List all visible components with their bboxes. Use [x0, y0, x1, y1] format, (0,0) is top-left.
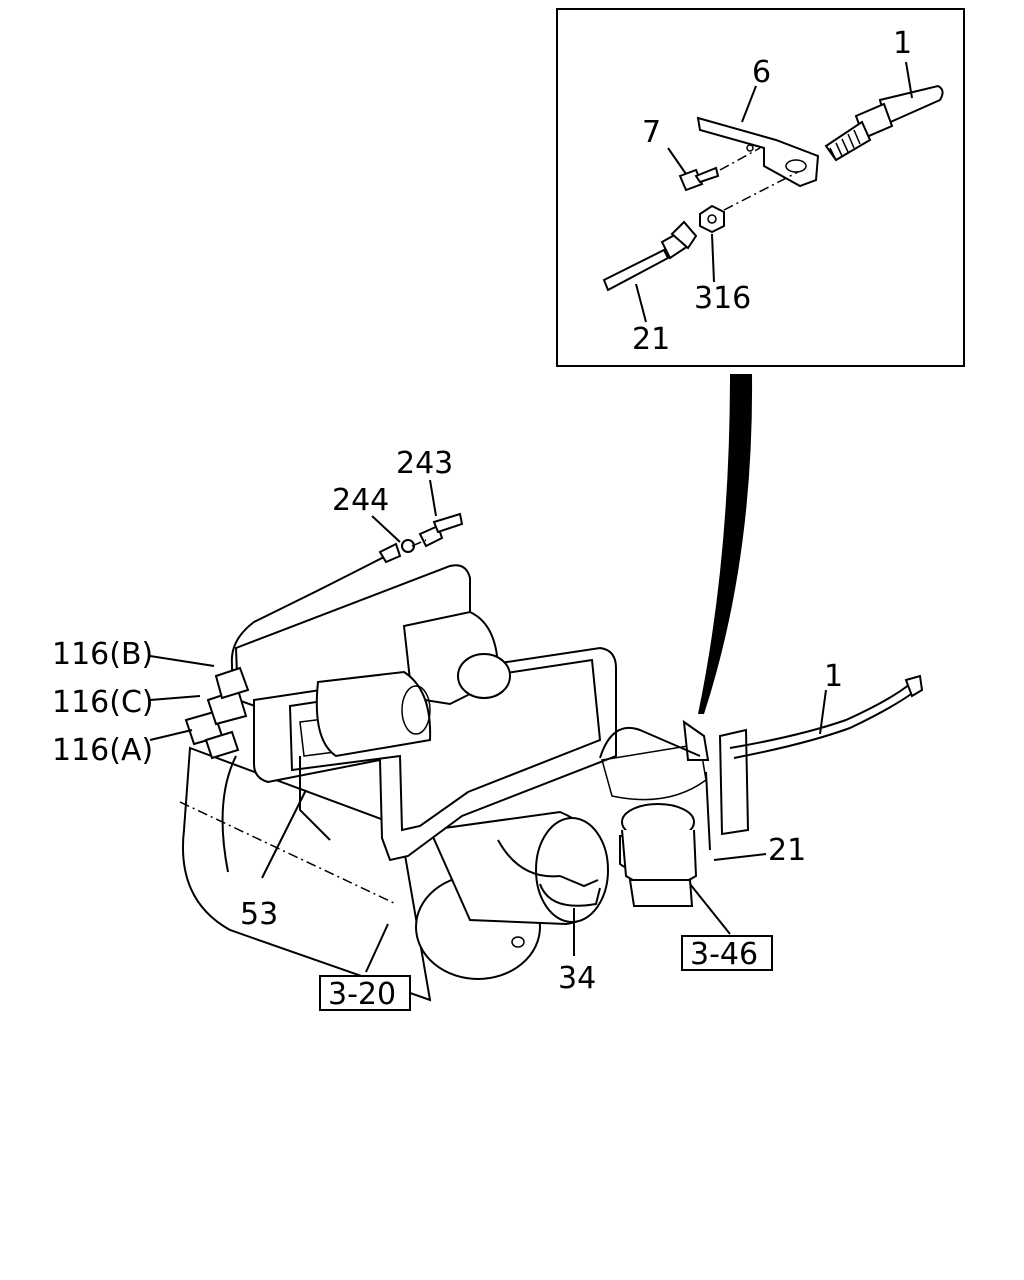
callout-243: 243 — [396, 446, 453, 481]
ref-3-46: 3-46 — [690, 937, 758, 972]
inset-pointer-arrow — [698, 374, 753, 714]
air-tank-right — [428, 810, 609, 926]
inset-detail: 1 6 7 316 21 — [556, 8, 965, 367]
valve-cluster — [184, 666, 250, 760]
dryer-unit — [601, 728, 750, 907]
callout-1: 1 — [824, 659, 843, 694]
callout-inset-21: 21 — [632, 322, 670, 357]
callout-116b: 116(B) — [52, 637, 153, 672]
callout-inset-316: 316 — [694, 281, 751, 316]
compressor — [315, 610, 511, 758]
reference-box-3-46: 3-46 — [681, 935, 773, 972]
callout-21: 21 — [768, 833, 806, 868]
callout-inset-7: 7 — [642, 115, 661, 150]
callout-244: 244 — [332, 483, 389, 518]
inset-bracket — [696, 116, 820, 188]
reference-box-3-20: 3-20 — [319, 975, 411, 1012]
callout-inset-1: 1 — [893, 26, 912, 61]
callout-34: 34 — [558, 961, 596, 996]
callout-116c: 116(C) — [52, 685, 154, 720]
ref-3-20: 3-20 — [328, 977, 396, 1012]
inset-nut — [699, 204, 725, 234]
inset-bolt — [678, 166, 720, 192]
hose-1 — [682, 674, 924, 761]
callout-116a: 116(A) — [52, 733, 153, 768]
callout-53: 53 — [240, 897, 278, 932]
inset-pipe — [602, 220, 698, 292]
tee-fitting-243 — [418, 512, 464, 548]
inset-hose-fitting — [824, 84, 944, 162]
nut-244 — [401, 539, 415, 553]
main-assembly: 243 244 116(B) 116(C) 116(A) 53 34 21 1 … — [52, 446, 924, 1012]
callout-inset-6: 6 — [752, 55, 771, 90]
inset-frame — [556, 8, 965, 367]
